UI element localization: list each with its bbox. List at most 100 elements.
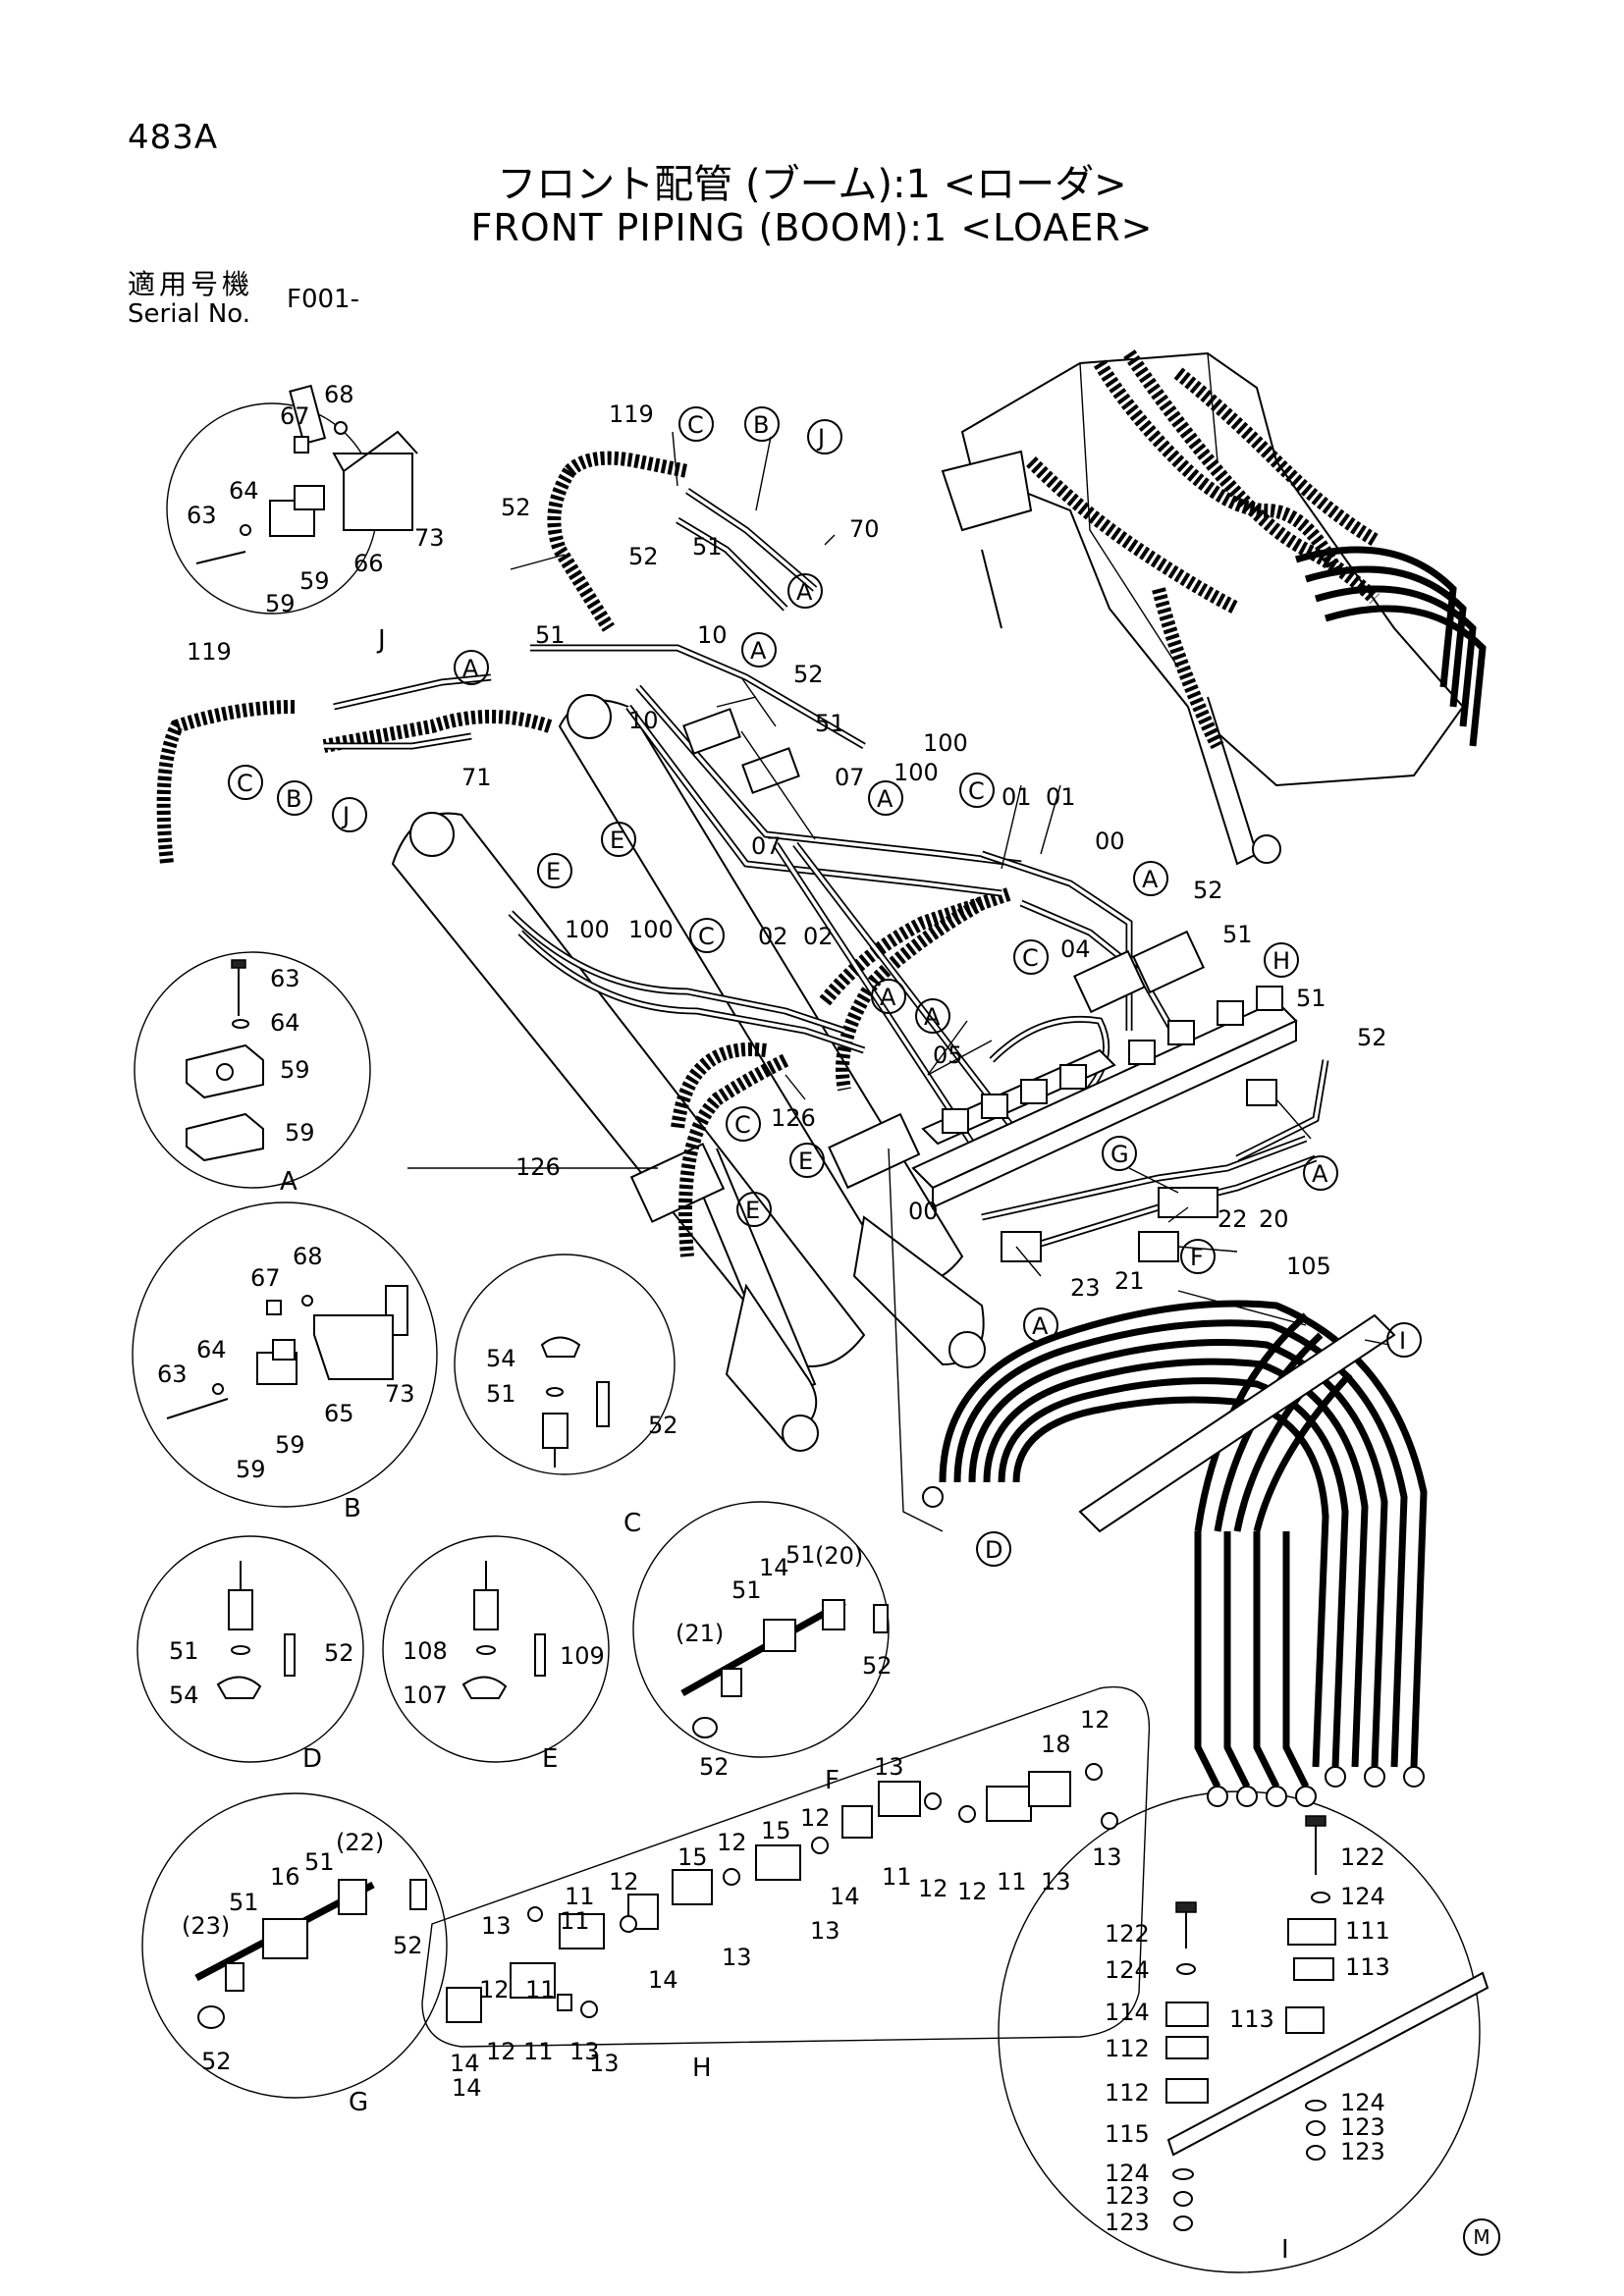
callout: 52 bbox=[324, 1639, 354, 1667]
callout: 63 bbox=[157, 1361, 188, 1388]
detail-j-parts bbox=[195, 384, 418, 564]
svg-text:I: I bbox=[1399, 1327, 1406, 1355]
callout: 67 bbox=[250, 1264, 281, 1292]
manufacturer-mark: M bbox=[1463, 2218, 1500, 2256]
detail-circle-d bbox=[136, 1535, 364, 1763]
callout: 70 bbox=[849, 515, 880, 543]
svg-text:A: A bbox=[1032, 1312, 1049, 1340]
callout: 119 bbox=[609, 400, 654, 428]
callout: 114 bbox=[1105, 1999, 1150, 2026]
callout: 51 bbox=[169, 1637, 199, 1665]
manifold-rail bbox=[682, 708, 1298, 1262]
callout: 124 bbox=[1105, 2160, 1150, 2187]
hose-bundle-105 bbox=[888, 1148, 1428, 1807]
marker-a: A bbox=[1133, 861, 1168, 896]
callout: 71 bbox=[461, 764, 492, 791]
boom-hose-bundle bbox=[1294, 546, 1487, 747]
detail-a-parts bbox=[186, 959, 264, 1162]
marker-j: J bbox=[332, 797, 367, 832]
callout: 51 bbox=[229, 1889, 259, 1916]
callout: 07 bbox=[751, 832, 782, 860]
callout: 59 bbox=[299, 567, 330, 595]
detail-i-parts bbox=[1165, 1815, 1489, 2231]
callout: 02 bbox=[758, 923, 788, 950]
callout: 68 bbox=[293, 1243, 323, 1270]
letter-a: A bbox=[280, 1167, 298, 1197]
callout: 123 bbox=[1105, 2182, 1150, 2210]
svg-text:H: H bbox=[1272, 947, 1290, 975]
marker-h: H bbox=[1264, 942, 1299, 978]
serial-value: F001- bbox=[287, 285, 359, 314]
callout: 64 bbox=[270, 1009, 300, 1037]
callout: 11 bbox=[560, 1907, 590, 1935]
callout: 123 bbox=[1340, 2113, 1385, 2141]
callout-labels: 67 68 64 63 59 59 66 73 J 63 64 59 59 A … bbox=[157, 381, 1390, 2265]
callout: 54 bbox=[486, 1345, 516, 1372]
marker-e: E bbox=[537, 853, 572, 888]
callout: 112 bbox=[1105, 2035, 1150, 2062]
svg-text:A: A bbox=[462, 655, 479, 682]
callout: 52 bbox=[862, 1652, 893, 1680]
callout: 68 bbox=[324, 381, 354, 408]
callout: 51 bbox=[304, 1848, 335, 1876]
page-code: 483A bbox=[128, 118, 219, 157]
callout: 15 bbox=[761, 1817, 791, 1844]
callout: 11 bbox=[997, 1868, 1027, 1896]
marker-e: E bbox=[789, 1143, 825, 1178]
callout: 115 bbox=[1105, 2120, 1150, 2148]
callout: 124 bbox=[1340, 1883, 1385, 1910]
marker-g: G bbox=[1102, 1136, 1137, 1171]
callout: 63 bbox=[270, 965, 300, 992]
callout: 11 bbox=[525, 1976, 556, 2003]
svg-text:F: F bbox=[1190, 1244, 1204, 1271]
callout: 52 bbox=[501, 494, 531, 521]
marker-a: A bbox=[915, 998, 950, 1034]
callout: 13 bbox=[810, 1917, 840, 1945]
svg-text:A: A bbox=[1142, 866, 1159, 893]
marker-c: C bbox=[678, 406, 714, 442]
callout: 100 bbox=[565, 916, 610, 943]
callout: 100 bbox=[893, 759, 939, 786]
callout: 63 bbox=[187, 502, 217, 529]
callout: 20 bbox=[1259, 1205, 1289, 1233]
callout: 15 bbox=[677, 1843, 708, 1871]
callout: 51 bbox=[1296, 985, 1326, 1012]
callout: 14 bbox=[450, 2050, 480, 2077]
svg-text:B: B bbox=[286, 785, 301, 813]
marker-c: C bbox=[726, 1106, 761, 1142]
svg-text:C: C bbox=[687, 411, 704, 439]
callout: 10 bbox=[697, 621, 728, 649]
callout: 59 bbox=[236, 1456, 266, 1483]
letter-h: H bbox=[692, 2054, 712, 2083]
callout: 100 bbox=[628, 916, 674, 943]
callout: 65 bbox=[324, 1400, 354, 1427]
svg-text:B: B bbox=[753, 411, 769, 439]
letter-f: F bbox=[825, 1766, 839, 1795]
callout: 05 bbox=[933, 1041, 963, 1069]
detail-cde-parts bbox=[216, 1336, 610, 1699]
callout: 13 bbox=[722, 1944, 752, 1971]
svg-text:E: E bbox=[745, 1197, 760, 1224]
svg-text:A: A bbox=[924, 1003, 941, 1031]
callout: 52 bbox=[793, 661, 824, 688]
detail-h-blocks bbox=[446, 1763, 1118, 2023]
letter-i: I bbox=[1281, 2235, 1289, 2265]
marker-a: A bbox=[868, 780, 903, 816]
marker-c: C bbox=[689, 918, 725, 953]
callout: 51 bbox=[785, 1541, 816, 1569]
callout: 64 bbox=[229, 477, 259, 505]
callout: 51 bbox=[815, 710, 845, 737]
callout: 59 bbox=[280, 1056, 310, 1084]
letter-c: C bbox=[623, 1509, 641, 1538]
marker-c: C bbox=[959, 773, 995, 808]
detail-frame-h bbox=[421, 1685, 1151, 2048]
marker-a: A bbox=[741, 632, 777, 667]
callout: 51 bbox=[486, 1380, 516, 1408]
callout: 100 bbox=[923, 729, 968, 757]
marker-a: A bbox=[871, 979, 906, 1014]
callout: 11 bbox=[882, 1863, 912, 1891]
marker-a: A bbox=[1023, 1308, 1058, 1343]
boom-cylinders bbox=[391, 694, 986, 1452]
callout: 12 bbox=[479, 1976, 510, 2003]
callout: 51 bbox=[692, 533, 723, 561]
